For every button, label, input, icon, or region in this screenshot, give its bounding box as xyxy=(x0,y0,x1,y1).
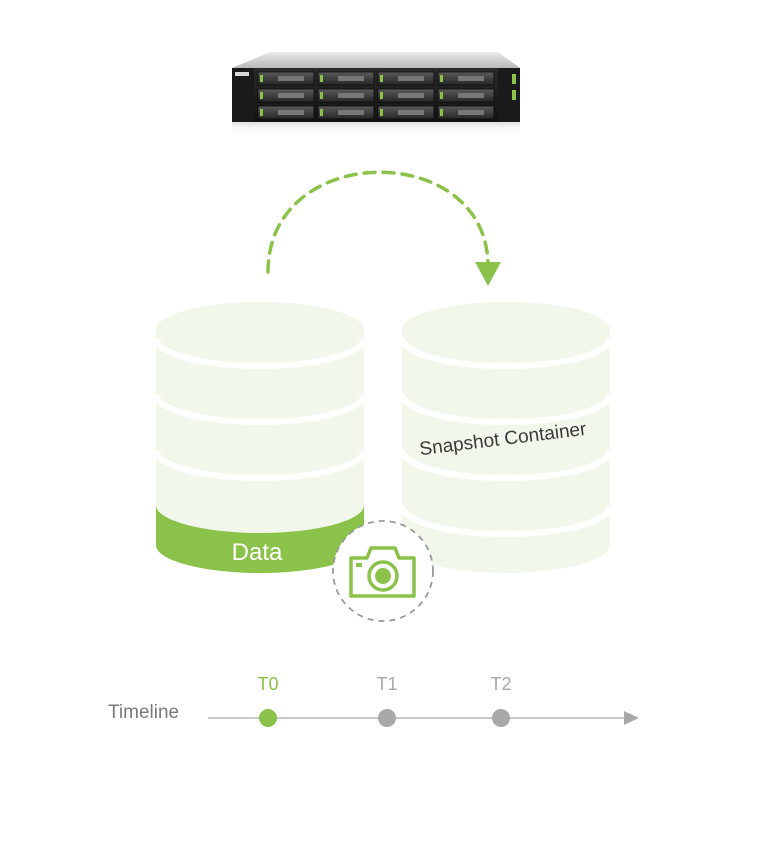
drive-status-led xyxy=(320,75,323,82)
drive-handle xyxy=(458,93,484,98)
timeline-tick-label: T0 xyxy=(257,674,278,694)
drive-handle xyxy=(338,110,364,115)
drive-handle xyxy=(398,93,424,98)
drive-status-led xyxy=(260,109,263,116)
drive-status-led xyxy=(380,75,383,82)
drive-handle xyxy=(458,76,484,81)
timeline-point-t1 xyxy=(378,709,396,727)
drive-handle xyxy=(338,93,364,98)
drive-status-led xyxy=(320,109,323,116)
drive-status-led xyxy=(260,92,263,99)
rack-server-icon xyxy=(232,52,520,136)
timeline-point-t2 xyxy=(492,709,510,727)
drive-handle xyxy=(458,110,484,115)
drive-handle xyxy=(398,110,424,115)
drive-handle xyxy=(338,76,364,81)
drive-status-led xyxy=(380,109,383,116)
drive-handle xyxy=(398,76,424,81)
drive-handle xyxy=(278,93,304,98)
timeline-point-t0 xyxy=(259,709,277,727)
timeline-label: Timeline xyxy=(108,702,179,723)
drive-status-led xyxy=(440,109,443,116)
data-label: Data xyxy=(232,539,283,566)
drive-status-led xyxy=(320,92,323,99)
timeline-arrowhead xyxy=(624,711,639,725)
timeline-tick-label: T1 xyxy=(376,674,397,694)
drive-status-led xyxy=(380,92,383,99)
timeline: Timeline T0 T1 T2 xyxy=(108,674,639,727)
drive-status-led xyxy=(260,75,263,82)
drive-status-led xyxy=(440,92,443,99)
data-cylinder: Data xyxy=(153,302,367,573)
camera-icon xyxy=(332,520,434,622)
snapshot-container-cylinder: Snapshot Container xyxy=(399,302,613,573)
copy-arrow xyxy=(266,170,501,286)
timeline-tick-label: T2 xyxy=(490,674,511,694)
drive-handle xyxy=(278,76,304,81)
drive-handle xyxy=(278,110,304,115)
drive-status-led xyxy=(440,75,443,82)
